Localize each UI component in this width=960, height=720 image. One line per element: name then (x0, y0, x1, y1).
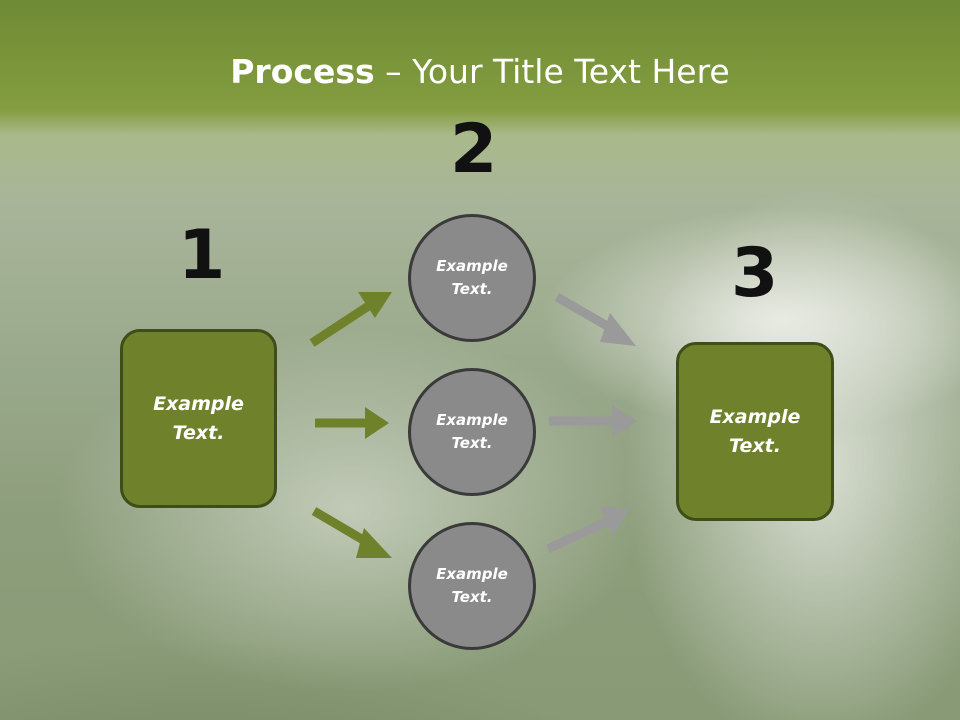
input-box-text: Example Text. (153, 390, 244, 447)
step-number-2: 2 (450, 110, 498, 189)
arrow-to-circle-1 (309, 292, 392, 347)
process-circle-2: Example Text. (408, 368, 536, 496)
process-circle-1: Example Text. (408, 214, 536, 342)
output-box-line-2: Text. (729, 434, 781, 457)
output-box-line-1: Example (709, 406, 801, 428)
process-circle-3: Example Text. (408, 522, 536, 650)
title-bold: Process (230, 52, 375, 91)
input-box-line-1: Example (153, 393, 244, 415)
arrow-from-circle-3 (546, 506, 630, 554)
arrow-from-circle-1 (554, 293, 636, 346)
title-rest: – Your Title Text Here (374, 52, 730, 91)
slide-title: Process – Your Title Text Here (0, 52, 960, 91)
input-box: Example Text. (120, 329, 277, 508)
step-number-3: 3 (731, 234, 779, 313)
circle-3-line-1: Example (436, 564, 508, 583)
output-box-text: Example Text. (710, 403, 801, 460)
input-box-line-2: Text. (172, 421, 225, 444)
circle-2-line-1: Example (436, 410, 508, 429)
arrow-from-circle-2 (549, 405, 637, 437)
circle-1-line-1: Example (436, 256, 508, 275)
output-box: Example Text. (676, 342, 834, 521)
arrow-to-circle-2 (315, 407, 389, 439)
arrow-to-circle-3 (311, 507, 392, 558)
circle-2-line-2: Text. (451, 434, 493, 452)
circle-3-line-2: Text. (451, 588, 493, 606)
circle-1-line-2: Text. (451, 280, 493, 298)
step-number-1: 1 (178, 216, 226, 295)
